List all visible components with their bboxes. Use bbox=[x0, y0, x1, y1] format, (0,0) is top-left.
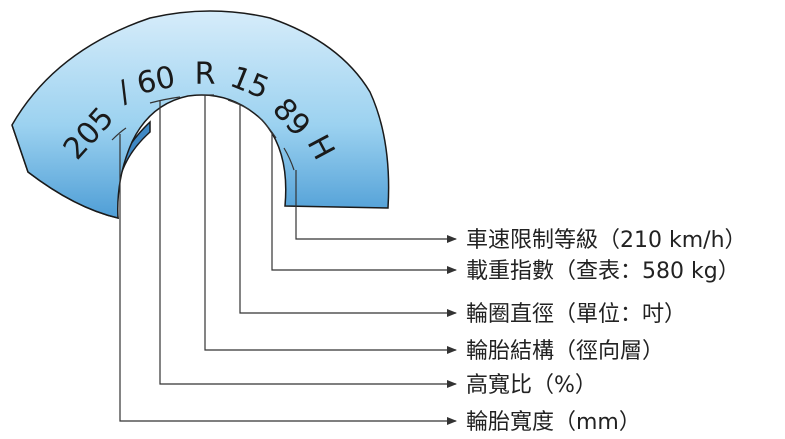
leader-width bbox=[119, 134, 457, 425]
label-speed-rating: 車速限制等級（210 km/h） bbox=[466, 228, 747, 253]
leader-rim-diameter bbox=[239, 104, 457, 317]
label-aspect-ratio: 高寬比（%） bbox=[466, 373, 597, 398]
tick-width bbox=[111, 127, 127, 141]
tick-speed-rating bbox=[283, 147, 295, 171]
leader-speed-rating bbox=[295, 170, 457, 243]
tick-load-index bbox=[257, 115, 277, 139]
label-load-index: 載重指數（查表：580 kg） bbox=[466, 259, 740, 284]
tire-code-construction: R bbox=[195, 57, 216, 92]
leader-construction bbox=[204, 95, 457, 354]
label-rim-diameter: 輪圈直徑（單位：吋） bbox=[466, 302, 686, 327]
leader-lines bbox=[119, 95, 457, 425]
label-width: 輪胎寬度（mm） bbox=[466, 410, 641, 435]
tire-crescent bbox=[11, 10, 390, 219]
label-construction: 輪胎結構（徑向層） bbox=[466, 339, 664, 364]
tire-code-aspect-ratio: 60 bbox=[134, 60, 179, 102]
tick-aspect-ratio bbox=[149, 96, 181, 104]
leader-load-index bbox=[271, 132, 457, 274]
labels: 車速限制等級（210 km/h） 載重指數（查表：580 kg） 輪圈直徑（單位… bbox=[466, 228, 747, 435]
leader-aspect-ratio bbox=[159, 100, 457, 388]
